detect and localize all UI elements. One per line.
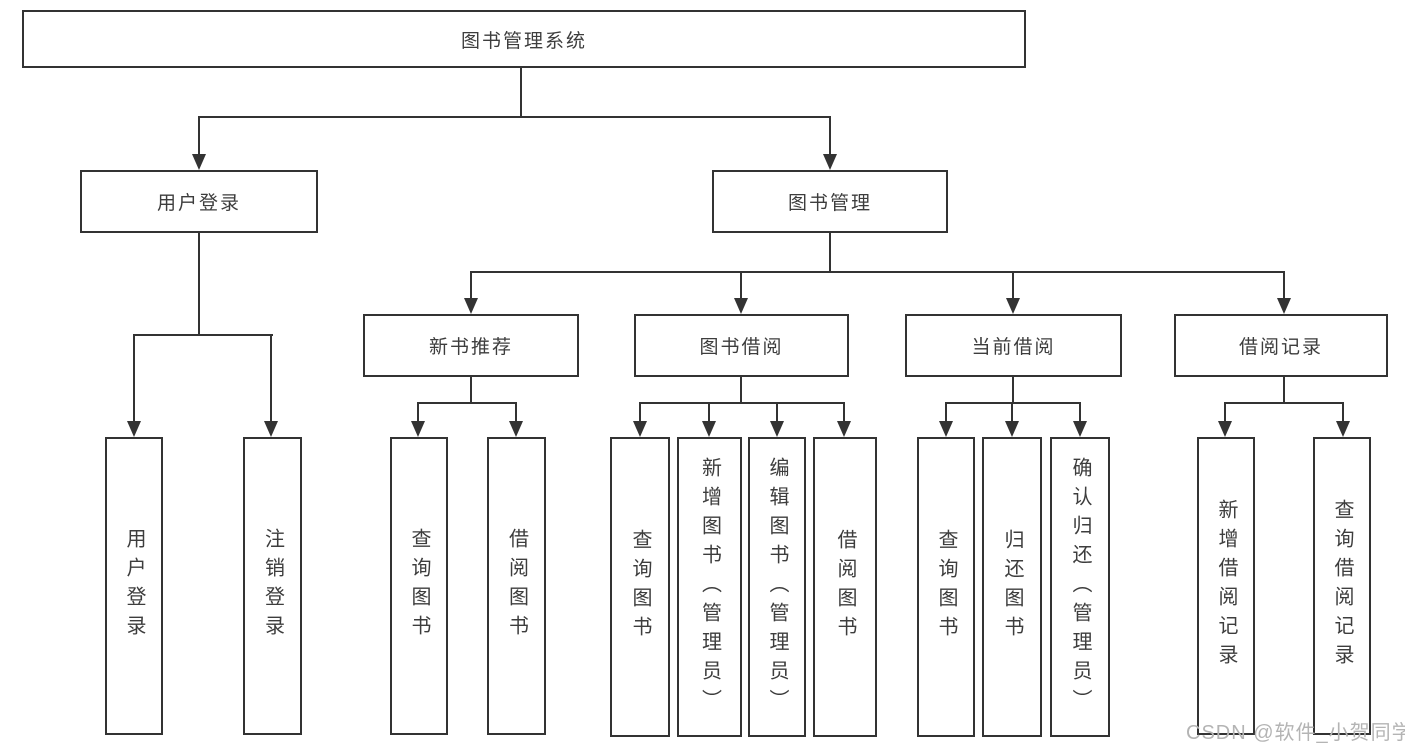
arrow-down-icon (770, 421, 784, 437)
leaf-label: 用户登录 (123, 528, 145, 644)
connector-user-login-drop-2 (270, 334, 272, 421)
connector-borrow-drop-3 (776, 402, 778, 421)
leaf-label: 查询图书 (629, 529, 651, 645)
leaf-label: 借阅图书 (505, 528, 528, 644)
leaf-label: 借阅图书 (834, 529, 856, 645)
arrow-down-icon (823, 154, 837, 170)
arrow-down-icon (837, 421, 851, 437)
connector-recommend-drop-1 (417, 402, 419, 421)
leaf-query-books-recommend: 查询图书 (390, 437, 448, 735)
connector-book-mgmt-drop-3 (1012, 271, 1014, 298)
connector-borrow-bar (639, 402, 845, 404)
connector-book-mgmt-drop-2 (740, 271, 742, 298)
connector-borrow-drop-4 (843, 402, 845, 421)
node-new-book-recommend: 新书推荐 (363, 314, 579, 377)
arrow-down-icon (939, 421, 953, 437)
connector-borrow-stem (740, 377, 742, 404)
node-book-management-label: 图书管理 (787, 193, 872, 214)
node-book-management: 图书管理 (712, 170, 948, 233)
connector-root-drop-right (829, 116, 831, 154)
leaf-query-books-current: 查询图书 (917, 437, 975, 737)
leaf-add-books-admin: 新增图书（管理员） (677, 437, 742, 737)
arrow-down-icon (1006, 298, 1020, 314)
connector-recommend-drop-2 (515, 402, 517, 421)
leaf-label: 确认归还（管理员） (1069, 456, 1091, 718)
connector-borrow-drop-2 (708, 402, 710, 421)
node-new-book-recommend-label: 新书推荐 (428, 337, 513, 358)
arrow-down-icon (734, 298, 748, 314)
arrow-down-icon (1073, 421, 1087, 437)
connector-book-mgmt-drop-4 (1283, 271, 1285, 298)
leaf-label: 注销登录 (261, 528, 284, 644)
arrow-down-icon (509, 421, 523, 437)
arrow-down-icon (1336, 421, 1350, 437)
leaf-borrow-books-borrow: 借阅图书 (813, 437, 877, 737)
connector-records-drop-2 (1342, 402, 1344, 421)
connector-recommend-stem (470, 377, 472, 404)
leaf-add-borrow-record: 新增借阅记录 (1197, 437, 1255, 735)
leaf-edit-books-admin: 编辑图书（管理员） (748, 437, 806, 737)
leaf-borrow-books-recommend: 借阅图书 (487, 437, 546, 735)
leaf-label: 编辑图书（管理员） (766, 456, 788, 718)
node-user-login-label: 用户登录 (156, 193, 241, 214)
connector-records-bar (1224, 402, 1344, 404)
connector-book-mgmt-bar (470, 271, 1285, 273)
connector-current-drop-1 (945, 402, 947, 421)
node-current-borrow-label: 当前借阅 (971, 337, 1056, 358)
leaf-query-borrow-record: 查询借阅记录 (1313, 437, 1371, 735)
connector-current-drop-2 (1011, 402, 1013, 421)
arrow-down-icon (1218, 421, 1232, 437)
node-user-login: 用户登录 (80, 170, 318, 233)
connector-root-stem (520, 68, 522, 118)
leaf-label: 新增借阅记录 (1215, 499, 1237, 673)
leaf-query-books-borrow: 查询图书 (610, 437, 670, 737)
node-book-borrow: 图书借阅 (634, 314, 849, 377)
arrow-down-icon (127, 421, 141, 437)
connector-current-drop-3 (1079, 402, 1081, 421)
arrow-down-icon (264, 421, 278, 437)
csdn-watermark: CSDN @软件_小贺同学 (1186, 722, 1405, 744)
node-book-borrow-label: 图书借阅 (699, 337, 784, 358)
connector-book-mgmt-drop-1 (470, 271, 472, 298)
connector-recommend-bar (417, 402, 517, 404)
leaf-label: 查询图书 (408, 528, 430, 644)
leaf-confirm-return-admin: 确认归还（管理员） (1050, 437, 1110, 737)
leaf-label: 查询借阅记录 (1331, 499, 1353, 673)
arrow-down-icon (1005, 421, 1019, 437)
leaf-logout-login: 注销登录 (243, 437, 302, 735)
node-borrow-records: 借阅记录 (1174, 314, 1388, 377)
connector-current-stem (1012, 377, 1014, 404)
connector-borrow-drop-1 (639, 402, 641, 421)
node-current-borrow: 当前借阅 (905, 314, 1122, 377)
leaf-return-books: 归还图书 (982, 437, 1042, 737)
arrow-down-icon (464, 298, 478, 314)
node-borrow-records-label: 借阅记录 (1238, 337, 1323, 358)
node-root: 图书管理系统 (22, 10, 1026, 68)
connector-book-mgmt-stem (829, 233, 831, 273)
connector-records-stem (1283, 377, 1285, 404)
arrow-down-icon (1277, 298, 1291, 314)
leaf-label: 查询图书 (935, 529, 957, 645)
arrow-down-icon (411, 421, 425, 437)
node-root-label: 图书管理系统 (460, 30, 587, 52)
connector-records-drop-1 (1224, 402, 1226, 421)
leaf-label: 新增图书（管理员） (698, 456, 721, 718)
connector-root-bar (198, 116, 831, 118)
arrow-down-icon (702, 421, 716, 437)
arrow-down-icon (633, 421, 647, 437)
connector-user-login-bar (133, 334, 273, 336)
leaf-user-login: 用户登录 (105, 437, 163, 735)
connector-user-login-stem (198, 233, 200, 336)
connector-current-bar (945, 402, 1081, 404)
connector-user-login-drop-1 (133, 334, 135, 421)
arrow-down-icon (192, 154, 206, 170)
leaf-label: 归还图书 (1001, 529, 1023, 645)
connector-root-drop-left (198, 116, 200, 154)
